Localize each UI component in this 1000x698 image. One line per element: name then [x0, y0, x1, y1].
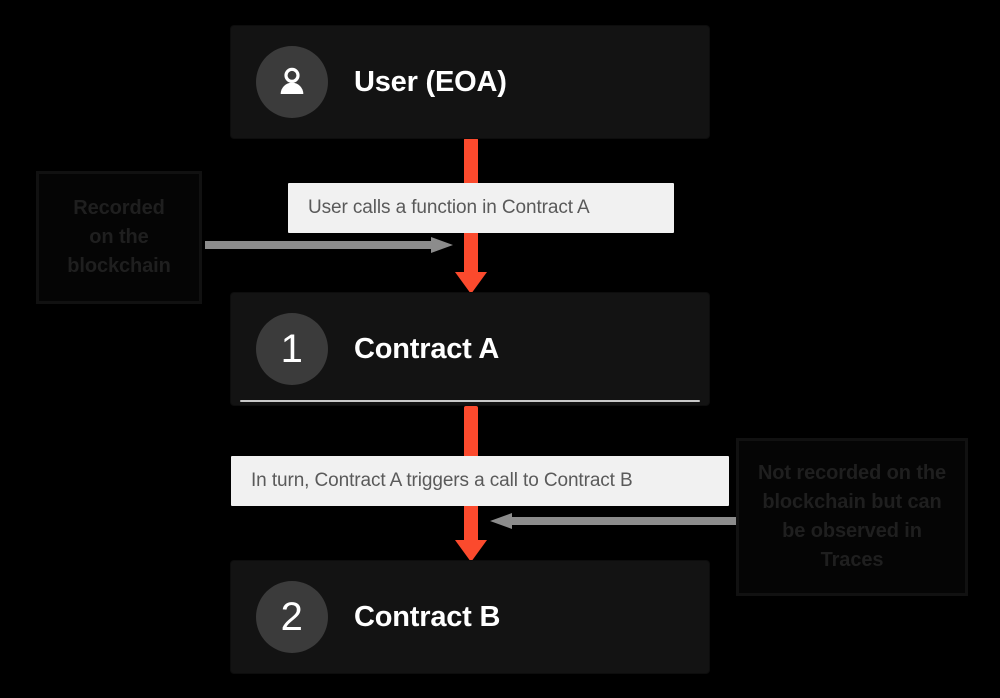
annotation-arrow-shaft: [510, 517, 738, 525]
edge-label-text: User calls a function in Contract A: [308, 197, 590, 218]
person-icon: [256, 46, 328, 118]
node-label: Contract A: [354, 332, 500, 365]
annotation-note-recorded: Recorded on the blockchain: [36, 171, 202, 304]
annotation-arrowhead-icon: [490, 513, 512, 529]
annotation-line: Recorded: [73, 197, 165, 219]
node-contract-a[interactable]: 1 Contract A: [231, 293, 709, 405]
badge-number: 2: [280, 595, 304, 639]
annotation-arrow-left-icon: [490, 513, 738, 529]
annotation-line: Traces: [820, 549, 884, 571]
number-badge: 1: [256, 313, 328, 385]
annotation-arrow-shaft: [205, 241, 433, 249]
annotation-line: Not recorded on the: [757, 462, 947, 484]
arrowhead-down-icon: [455, 272, 487, 294]
edge-label-user-to-contract-a: User calls a function in Contract A: [288, 183, 674, 233]
arrowhead-down-icon: [455, 540, 487, 562]
annotation-arrowhead-icon: [431, 237, 453, 253]
node-label: User (EOA): [354, 65, 507, 98]
annotation-line: blockchain but can: [762, 491, 942, 513]
node-contract-b[interactable]: 2 Contract B: [231, 561, 709, 673]
edge-label-text: In turn, Contract A triggers a call to C…: [251, 470, 633, 491]
annotation-line: on the: [89, 226, 149, 248]
badge-number: 1: [280, 327, 304, 371]
node-user[interactable]: User (EOA): [231, 26, 709, 138]
number-badge: 2: [256, 581, 328, 653]
edge-label-contract-a-to-contract-b: In turn, Contract A triggers a call to C…: [231, 456, 729, 506]
annotation-line: blockchain: [67, 255, 171, 277]
annotation-arrow-right-icon: [205, 237, 453, 253]
node-label: Contract B: [354, 600, 501, 633]
annotation-note-not-recorded: Not recorded on the blockchain but can b…: [736, 438, 968, 596]
annotation-line: be observed in: [782, 520, 922, 542]
